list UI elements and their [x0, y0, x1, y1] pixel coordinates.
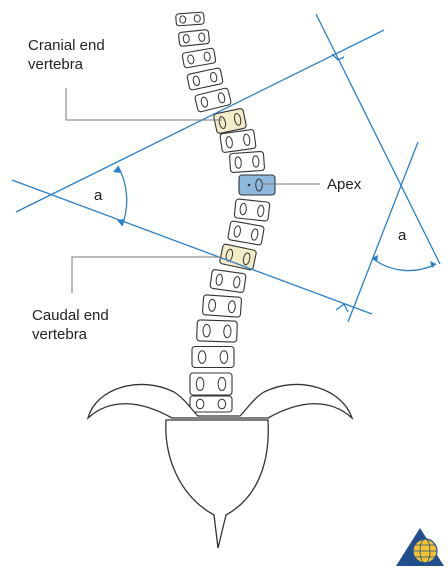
- vertebra: [190, 373, 232, 395]
- vertebra: [192, 347, 234, 368]
- right-angle-marker-bottom: [336, 304, 348, 312]
- apex-vertebra: [239, 175, 275, 195]
- cranial-perpendicular-line: [316, 14, 440, 264]
- vertebra: [197, 320, 238, 342]
- vertebra: [229, 151, 264, 172]
- vertebra-body: [187, 68, 224, 91]
- vertebra: [210, 269, 246, 293]
- vertebra: [228, 221, 265, 246]
- vertebra: [176, 12, 205, 26]
- leader-lines: [66, 88, 320, 293]
- cranial-label-line2: vertebra: [28, 56, 84, 73]
- vertebra: [182, 48, 216, 68]
- vertebra-body: [220, 129, 256, 153]
- vertebra-body: [182, 48, 216, 68]
- apex-center-dot: [248, 184, 251, 187]
- caudal-label-line2: vertebra: [32, 326, 88, 343]
- vertebra-body: [239, 175, 275, 195]
- caudal-end-vertebra: [219, 244, 256, 271]
- vertebra-body: [228, 221, 265, 246]
- vertebra-body: [234, 199, 270, 221]
- vertebra: [220, 129, 256, 153]
- vertebra: [202, 295, 241, 318]
- spine: [176, 12, 275, 412]
- vertebra: [190, 396, 232, 412]
- sacrum: [166, 420, 268, 548]
- vertebra: [234, 199, 270, 221]
- vertebra: [187, 68, 224, 91]
- caudal-perpendicular-line: [348, 142, 418, 322]
- globe-logo-icon: [396, 528, 444, 566]
- vertebra-body: [210, 269, 246, 293]
- caudal-leader-line: [72, 257, 222, 293]
- left-angle-arc: [118, 166, 127, 226]
- caudal-label-line1: Caudal end: [32, 307, 109, 324]
- right-angle-arc: [372, 258, 436, 271]
- left-angle-label: a: [94, 187, 103, 204]
- cranial-label-line1: Cranial end: [28, 37, 105, 54]
- vertebra-body: [219, 244, 256, 271]
- vertebra: [178, 29, 209, 46]
- apex-label: Apex: [327, 176, 362, 193]
- caudal-endplate-line: [12, 180, 372, 314]
- right-angle-label: a: [398, 227, 407, 244]
